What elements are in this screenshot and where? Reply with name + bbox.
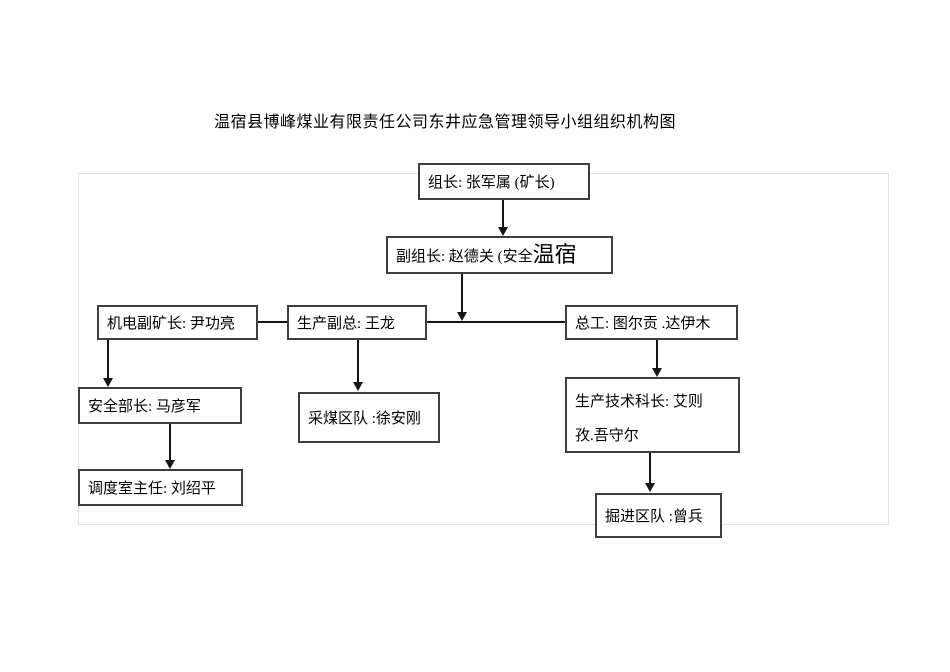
- node-label-emphasis: 温宿: [532, 242, 577, 267]
- node-safety-director: 安全部长: 马彦军: [78, 387, 242, 424]
- node-deputy-leader: 副组长: 赵德关 (安全 温宿: [386, 236, 613, 274]
- node-chief-engineer: 总工: 图尔贡 .达伊木: [565, 305, 738, 340]
- arrowhead-down-icon: [652, 368, 662, 377]
- arrowhead-down-icon: [457, 312, 467, 321]
- node-tunneling-team: 掘进区队 :曾兵: [595, 493, 722, 538]
- node-label-line1: 生产技术科长: 艾则: [575, 394, 703, 410]
- node-prod-tech-chief: 生产技术科长: 艾则 孜.吾守尔: [565, 377, 740, 453]
- node-label: 副组长: 赵德关 (安全: [396, 248, 533, 265]
- arrowhead-down-icon: [498, 227, 508, 236]
- node-mining-team: 采煤区队 :徐安刚: [298, 392, 440, 443]
- arrowhead-down-icon: [165, 460, 175, 469]
- node-production-vp: 生产副总: 王龙: [287, 305, 427, 340]
- arrowhead-down-icon: [353, 382, 363, 391]
- node-label: 机电副矿长: 尹功亮: [107, 316, 235, 332]
- node-label: 安全部长: 马彦军: [88, 399, 201, 415]
- connector-mech-to-production: [258, 321, 288, 323]
- node-label: 调度室主任: 刘绍平: [88, 481, 216, 497]
- node-mech-deputy-chief: 机电副矿长: 尹功亮: [97, 305, 258, 340]
- connector-safety-to-dispatch: [169, 424, 171, 461]
- node-label: 采煤区队 :徐安刚: [308, 411, 421, 427]
- node-group-leader: 组长: 张军属 (矿长): [418, 163, 590, 200]
- node-dispatch-director: 调度室主任: 刘绍平: [78, 469, 243, 506]
- node-label: 组长: 张军属 (矿长): [428, 175, 555, 191]
- node-label: 总工: 图尔贡 .达伊木: [575, 316, 711, 332]
- connector-production-to-mining: [357, 340, 359, 383]
- arrowhead-down-icon: [103, 378, 113, 387]
- connector-chief-to-prodtech: [656, 340, 658, 369]
- connector-leader-to-deputy: [502, 200, 504, 228]
- connector-production-to-chief: [427, 321, 565, 323]
- connector-deputy-to-row3: [461, 274, 463, 313]
- connector-mech-to-safety: [107, 340, 109, 379]
- node-label: 生产副总: 王龙: [297, 316, 395, 332]
- page-title: 温宿县博峰煤业有限责任公司东井应急管理领导小组组织机构图: [213, 114, 676, 131]
- arrowhead-down-icon: [645, 483, 655, 492]
- node-label-line2: 孜.吾守尔: [575, 428, 639, 444]
- node-label: 掘进区队 :曾兵: [605, 509, 703, 525]
- connector-prodtech-to-tunneling: [649, 453, 651, 484]
